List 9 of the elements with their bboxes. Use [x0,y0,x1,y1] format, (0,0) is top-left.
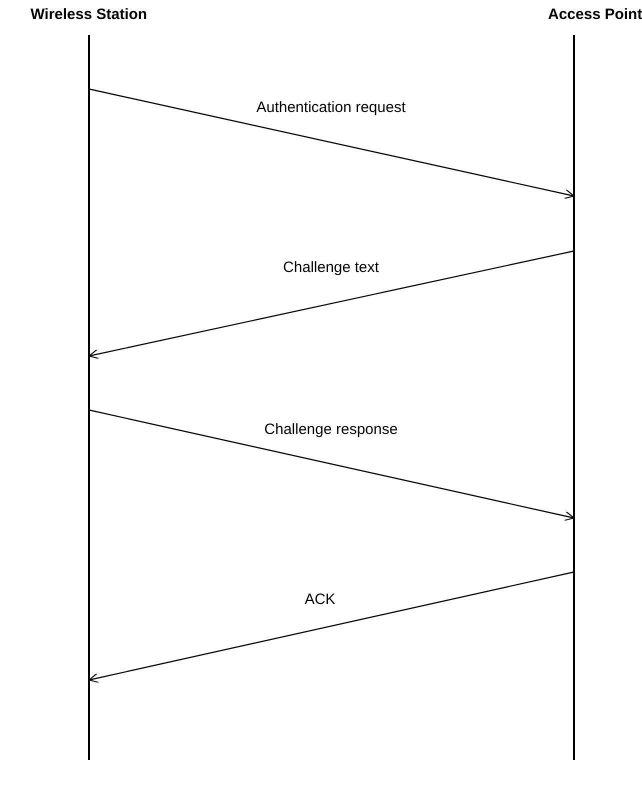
message-label: Authentication request [256,99,406,117]
message-label: Challenge response [264,421,398,439]
message-arrow [88,88,575,199]
message-arrow [88,409,575,521]
participant-heading: Access Point [548,6,642,23]
message-arrow [88,571,574,683]
message-arrow [88,250,574,360]
participant-heading: Wireless Station [30,6,148,23]
message-label: Challenge text [283,259,379,277]
